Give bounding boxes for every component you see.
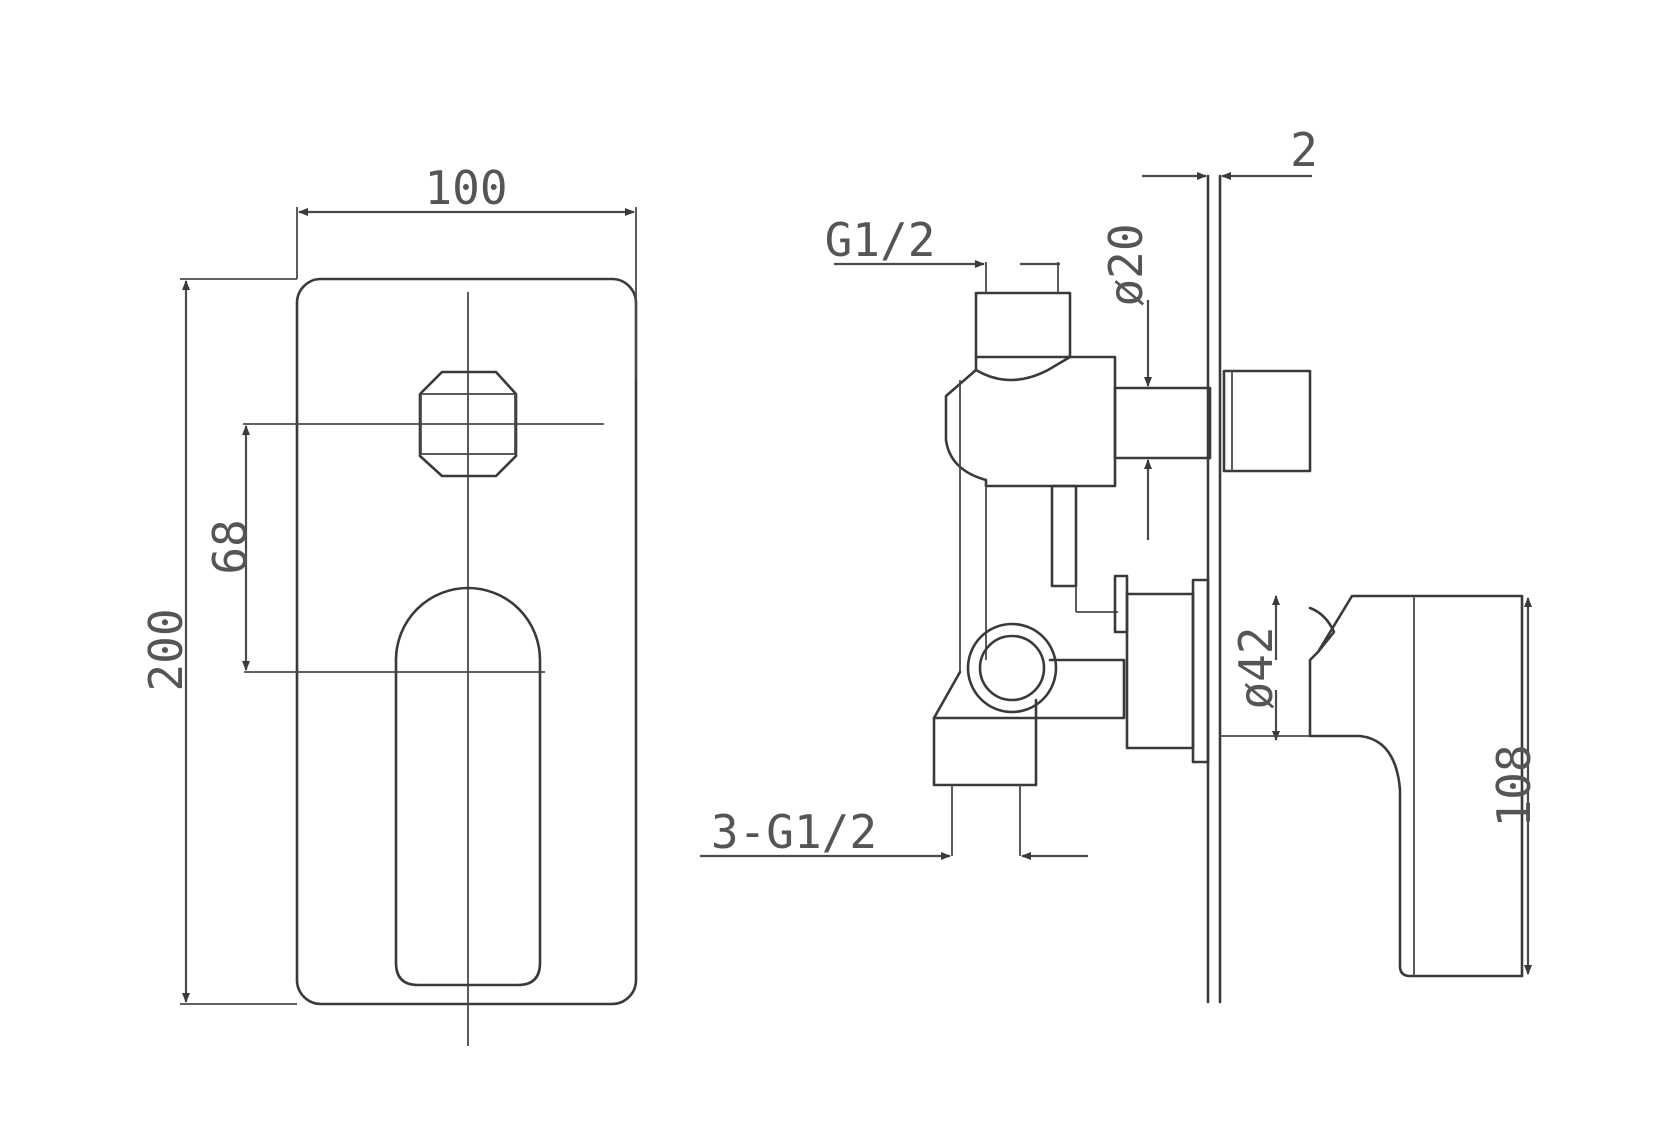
plate-thickness-label: 2: [1290, 123, 1318, 177]
inlet-ring-inner: [978, 634, 1046, 702]
height-dim-label: 200: [139, 608, 193, 691]
spindle-diameter-label: ø42: [1229, 626, 1283, 709]
width-dim-label: 100: [424, 161, 507, 215]
top-thread-dimension: G1/2: [825, 213, 1060, 268]
top-thread-label: G1/2: [825, 213, 936, 267]
front-view: 100 200 68: [139, 161, 638, 1046]
lower-outlet-block: [932, 716, 1038, 787]
diverter-knob: [418, 370, 518, 478]
plate-thickness-dimension: 2: [1142, 123, 1318, 180]
height-dimension: 200: [139, 278, 297, 1005]
lever-side: [1308, 594, 1524, 978]
cartridge-body: [1125, 592, 1195, 750]
top-diameter-label: ø20: [1099, 223, 1153, 306]
width-dimension: 100: [296, 161, 637, 380]
top-spindle: [1113, 386, 1212, 460]
handle-height-label: 108: [1487, 744, 1541, 827]
lever-handle: [394, 586, 542, 987]
diverter-knob-side: [1222, 369, 1312, 473]
body-slot: [1050, 484, 1078, 588]
cartridge-small: [1113, 574, 1129, 634]
center-distance-dimension: 68: [203, 425, 257, 671]
side-view: 2 G1/2 ø20: [700, 123, 1541, 1004]
diverter-knob-inner: [420, 393, 516, 455]
center-dim-label: 68: [203, 519, 257, 574]
handle-height-dimension: 108: [1487, 597, 1541, 975]
cartridge-flange: [1191, 578, 1210, 764]
spindle-diameter-dimension: ø42: [1229, 595, 1283, 741]
bottom-thread-label: 3-G1/2: [711, 805, 877, 859]
cover-plate: [295, 277, 638, 1006]
bottom-thread-dimension: 3-G1/2: [700, 805, 1088, 860]
top-diameter-dimension: ø20: [1099, 223, 1153, 540]
top-outlet-pipe: [974, 291, 1072, 359]
inlet-ring-outer: [966, 622, 1058, 714]
valve-body: [944, 355, 1117, 488]
